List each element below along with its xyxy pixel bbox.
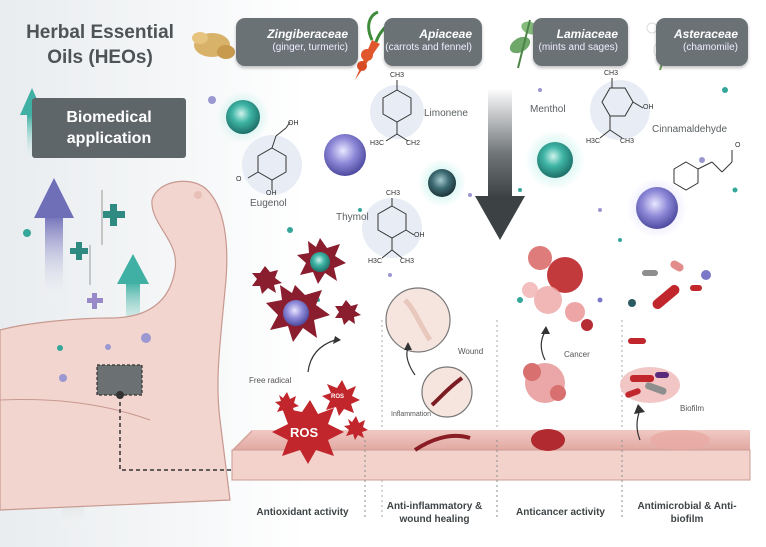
arrowhead: [404, 342, 412, 350]
compound-cinnamaldehyde: Cinnamaldehyde: [652, 124, 728, 135]
biofilm-label: Biofilm: [680, 404, 705, 413]
ros-label: ROS: [290, 425, 319, 440]
ros-burst-small: [344, 416, 368, 440]
oil-molecule-sphere: [226, 100, 260, 134]
ros-burst: [272, 400, 344, 464]
elbow: [194, 191, 202, 199]
wound-label: Wound: [458, 347, 484, 356]
atom-label: CH3: [386, 190, 401, 197]
limonene-structure: [370, 80, 424, 142]
arrowhead: [541, 326, 550, 334]
arm-crease: [0, 399, 151, 421]
tumor: [531, 429, 565, 451]
pathway-arrow: [307, 339, 336, 373]
connector-line: [119, 395, 240, 471]
family-sub: (chamomile): [682, 42, 738, 53]
free-radical-star: [252, 266, 282, 294]
cancer-cluster: [523, 363, 566, 403]
inflammation-label: Inflammation: [391, 411, 432, 418]
family-sub: (ginger, turmeric): [272, 42, 348, 53]
family-name: Zingiberaceae: [267, 27, 348, 41]
atom-label: CH3: [390, 72, 405, 79]
oil-molecule-sphere: [324, 134, 366, 176]
tissue-wound: [413, 433, 471, 452]
biofilm-tissue: [650, 430, 710, 450]
oil-molecule-sphere: [636, 187, 678, 229]
atom-label: CH3: [620, 138, 635, 145]
downward-arrow: [475, 88, 525, 240]
atom-label: H3C: [586, 138, 601, 145]
mint-icon: [509, 19, 539, 69]
atom-label: CH3: [400, 258, 415, 265]
atom-label: OH: [643, 104, 654, 111]
compound-menthol: Menthol: [530, 104, 566, 115]
slab-dividers: [364, 440, 623, 520]
activity-antioxidant: Antioxidant activity: [256, 507, 349, 518]
plus-icon: [87, 293, 103, 309]
atom-label: CH3: [604, 70, 619, 77]
ros-burst-small: [275, 392, 299, 416]
arrowhead: [333, 336, 341, 344]
free-radical-star: [297, 238, 346, 284]
biofilm-cluster: [620, 367, 680, 403]
atom-label: CH2: [406, 140, 421, 147]
thymol-structure: [362, 198, 422, 259]
cinnamaldehyde-structure: [673, 150, 733, 191]
inset-region: [96, 364, 143, 396]
cancer-label: Cancer: [564, 350, 590, 359]
pathway-arrow: [540, 331, 546, 361]
activity-anticancer: Anticancer activity: [516, 507, 605, 518]
family-zingiberaceae: Zingiberaceae (ginger, turmeric): [236, 18, 358, 66]
family-name: Apiaceae: [419, 27, 472, 41]
ginger-icon: [192, 32, 235, 59]
atom-label: OH: [266, 190, 277, 197]
compound-limonene: Limonene: [424, 108, 468, 119]
family-asteraceae: Asteraceae (chamomile): [656, 18, 748, 66]
atom-label: O: [735, 142, 741, 149]
arm: [0, 180, 231, 511]
plus-icon: [103, 204, 125, 226]
atom-label: OH: [288, 120, 299, 127]
compound-eugenol: Eugenol: [250, 198, 287, 209]
family-name: Asteraceae: [673, 27, 738, 41]
arrowhead: [634, 404, 645, 414]
small-dots: [23, 87, 738, 382]
oil-molecule-sphere: [428, 169, 456, 197]
family-apiaceae: Apiaceae (carrots and fennel): [384, 18, 482, 66]
compound-thymol: Thymol: [336, 212, 369, 223]
diagram-title: Herbal Essential Oils (HEOs): [26, 22, 174, 68]
free-radical-label: Free radical: [249, 376, 292, 385]
atom-label: OH: [414, 232, 425, 239]
family-sub: (carrots and fennel): [385, 42, 472, 53]
ros-label-small: ROS: [331, 394, 345, 400]
cancer-cells: [517, 246, 603, 331]
ros-burst-small: [322, 380, 360, 416]
free-radical-star: [266, 285, 330, 342]
family-lamiaceae: Lamiaceae (mints and sages): [533, 18, 628, 66]
free-radical-star: [335, 300, 361, 325]
family-name: Lamiaceae: [556, 27, 618, 41]
menthol-structure: [590, 78, 650, 140]
bacteria: [628, 260, 711, 344]
biomedical-application-label: Biomedical application: [32, 98, 186, 158]
wound-line: [403, 298, 433, 342]
atom-label: H3C: [368, 258, 383, 265]
activity-anti-inflammatory: Anti-inflammatory & wound healing: [386, 501, 483, 525]
up-arrow-purple: [34, 178, 74, 305]
eugenol-structure: [242, 121, 302, 195]
atom-label: H3C: [370, 140, 385, 147]
plus-icon: [70, 242, 88, 260]
atom-label: O: [236, 176, 242, 183]
activity-antimicrobial: Antimicrobial & Anti-biofilm: [637, 501, 737, 525]
inflamed-wound: [430, 376, 464, 407]
family-sub: (mints and sages): [538, 42, 618, 53]
oil-molecule-sphere: [537, 142, 573, 178]
